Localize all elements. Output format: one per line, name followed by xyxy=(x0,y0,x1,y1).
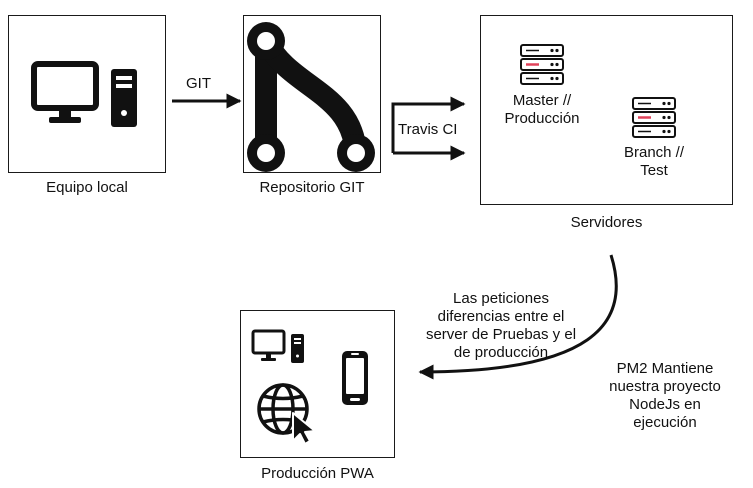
server-icon xyxy=(520,44,564,85)
desktop-computer-icon xyxy=(251,329,304,363)
desktop-computer-icon xyxy=(31,61,137,127)
local-machine-caption: Equipo local xyxy=(46,179,128,196)
requests-annotation: Las peticiones diferencias entre el serv… xyxy=(425,290,577,361)
server-icon xyxy=(632,97,676,138)
pwa-caption: Producción PWA xyxy=(261,465,374,482)
pwa-box xyxy=(240,310,395,458)
git-branch-icon xyxy=(247,22,375,172)
git-repo-box xyxy=(243,15,381,173)
pm2-annotation: PM2 Mantiene nuestra proyecto NodeJs en … xyxy=(609,360,721,431)
deploy-curve-arrow xyxy=(418,254,618,380)
globe-cursor-icon xyxy=(257,383,316,445)
master-server-label: Master // Producción xyxy=(504,92,580,127)
branch-server-label: Branch // Test xyxy=(623,144,685,179)
git-repo-caption: Repositorio GIT xyxy=(259,179,365,196)
servers-caption: Servidores xyxy=(570,214,643,231)
local-machine-box xyxy=(8,15,166,173)
travis-edge-label: Travis CI xyxy=(398,121,458,138)
servers-box: Master // Producción Branch // Test xyxy=(480,15,733,205)
travis-arrow-upper xyxy=(391,96,466,153)
git-edge-label: GIT xyxy=(186,75,211,92)
smartphone-icon xyxy=(342,351,368,405)
